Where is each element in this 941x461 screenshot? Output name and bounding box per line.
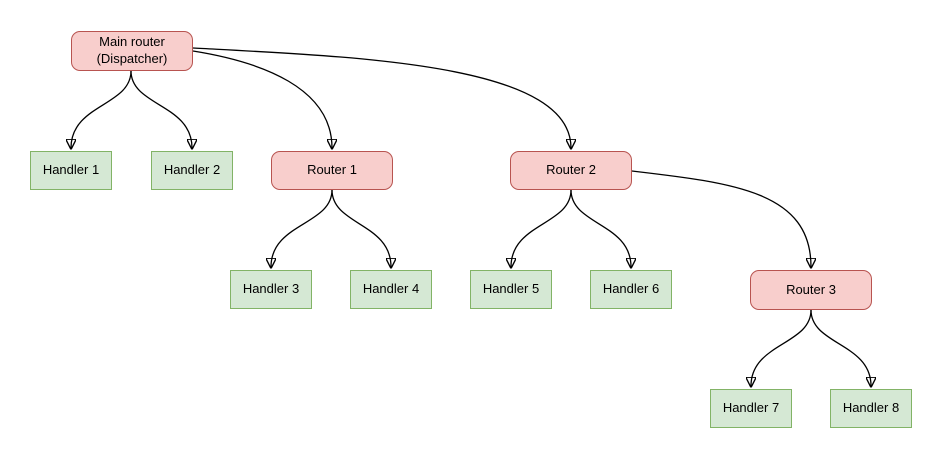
edge-router-1-to-handler-3 <box>271 189 333 267</box>
edge-main-to-handler-2 <box>130 70 192 148</box>
edge-main-to-handler-1 <box>71 70 132 148</box>
node-handler-7: Handler 7 <box>710 389 792 428</box>
edge-router-2-to-router-3 <box>631 170 811 267</box>
node-router-3: Router 3 <box>750 270 872 310</box>
node-handler-4: Handler 4 <box>350 270 432 309</box>
node-router-2: Router 2 <box>510 151 632 190</box>
edge-router-2-to-handler-5 <box>511 189 572 267</box>
edge-router-2-to-handler-6 <box>570 189 631 267</box>
edge-router-1-to-handler-4 <box>331 189 391 267</box>
node-handler-8: Handler 8 <box>830 389 912 428</box>
node-handler-3: Handler 3 <box>230 270 312 309</box>
edge-main-to-router-2 <box>192 47 571 148</box>
edge-router-3-to-handler-7 <box>751 309 812 386</box>
node-handler-2: Handler 2 <box>151 151 233 190</box>
node-handler-5: Handler 5 <box>470 270 552 309</box>
node-main-router: Main router (Dispatcher) <box>71 31 193 71</box>
node-router-1: Router 1 <box>271 151 393 190</box>
edge-router-3-to-handler-8 <box>810 309 871 386</box>
edge-main-to-router-1 <box>192 50 332 148</box>
node-handler-1: Handler 1 <box>30 151 112 190</box>
node-handler-6: Handler 6 <box>590 270 672 309</box>
